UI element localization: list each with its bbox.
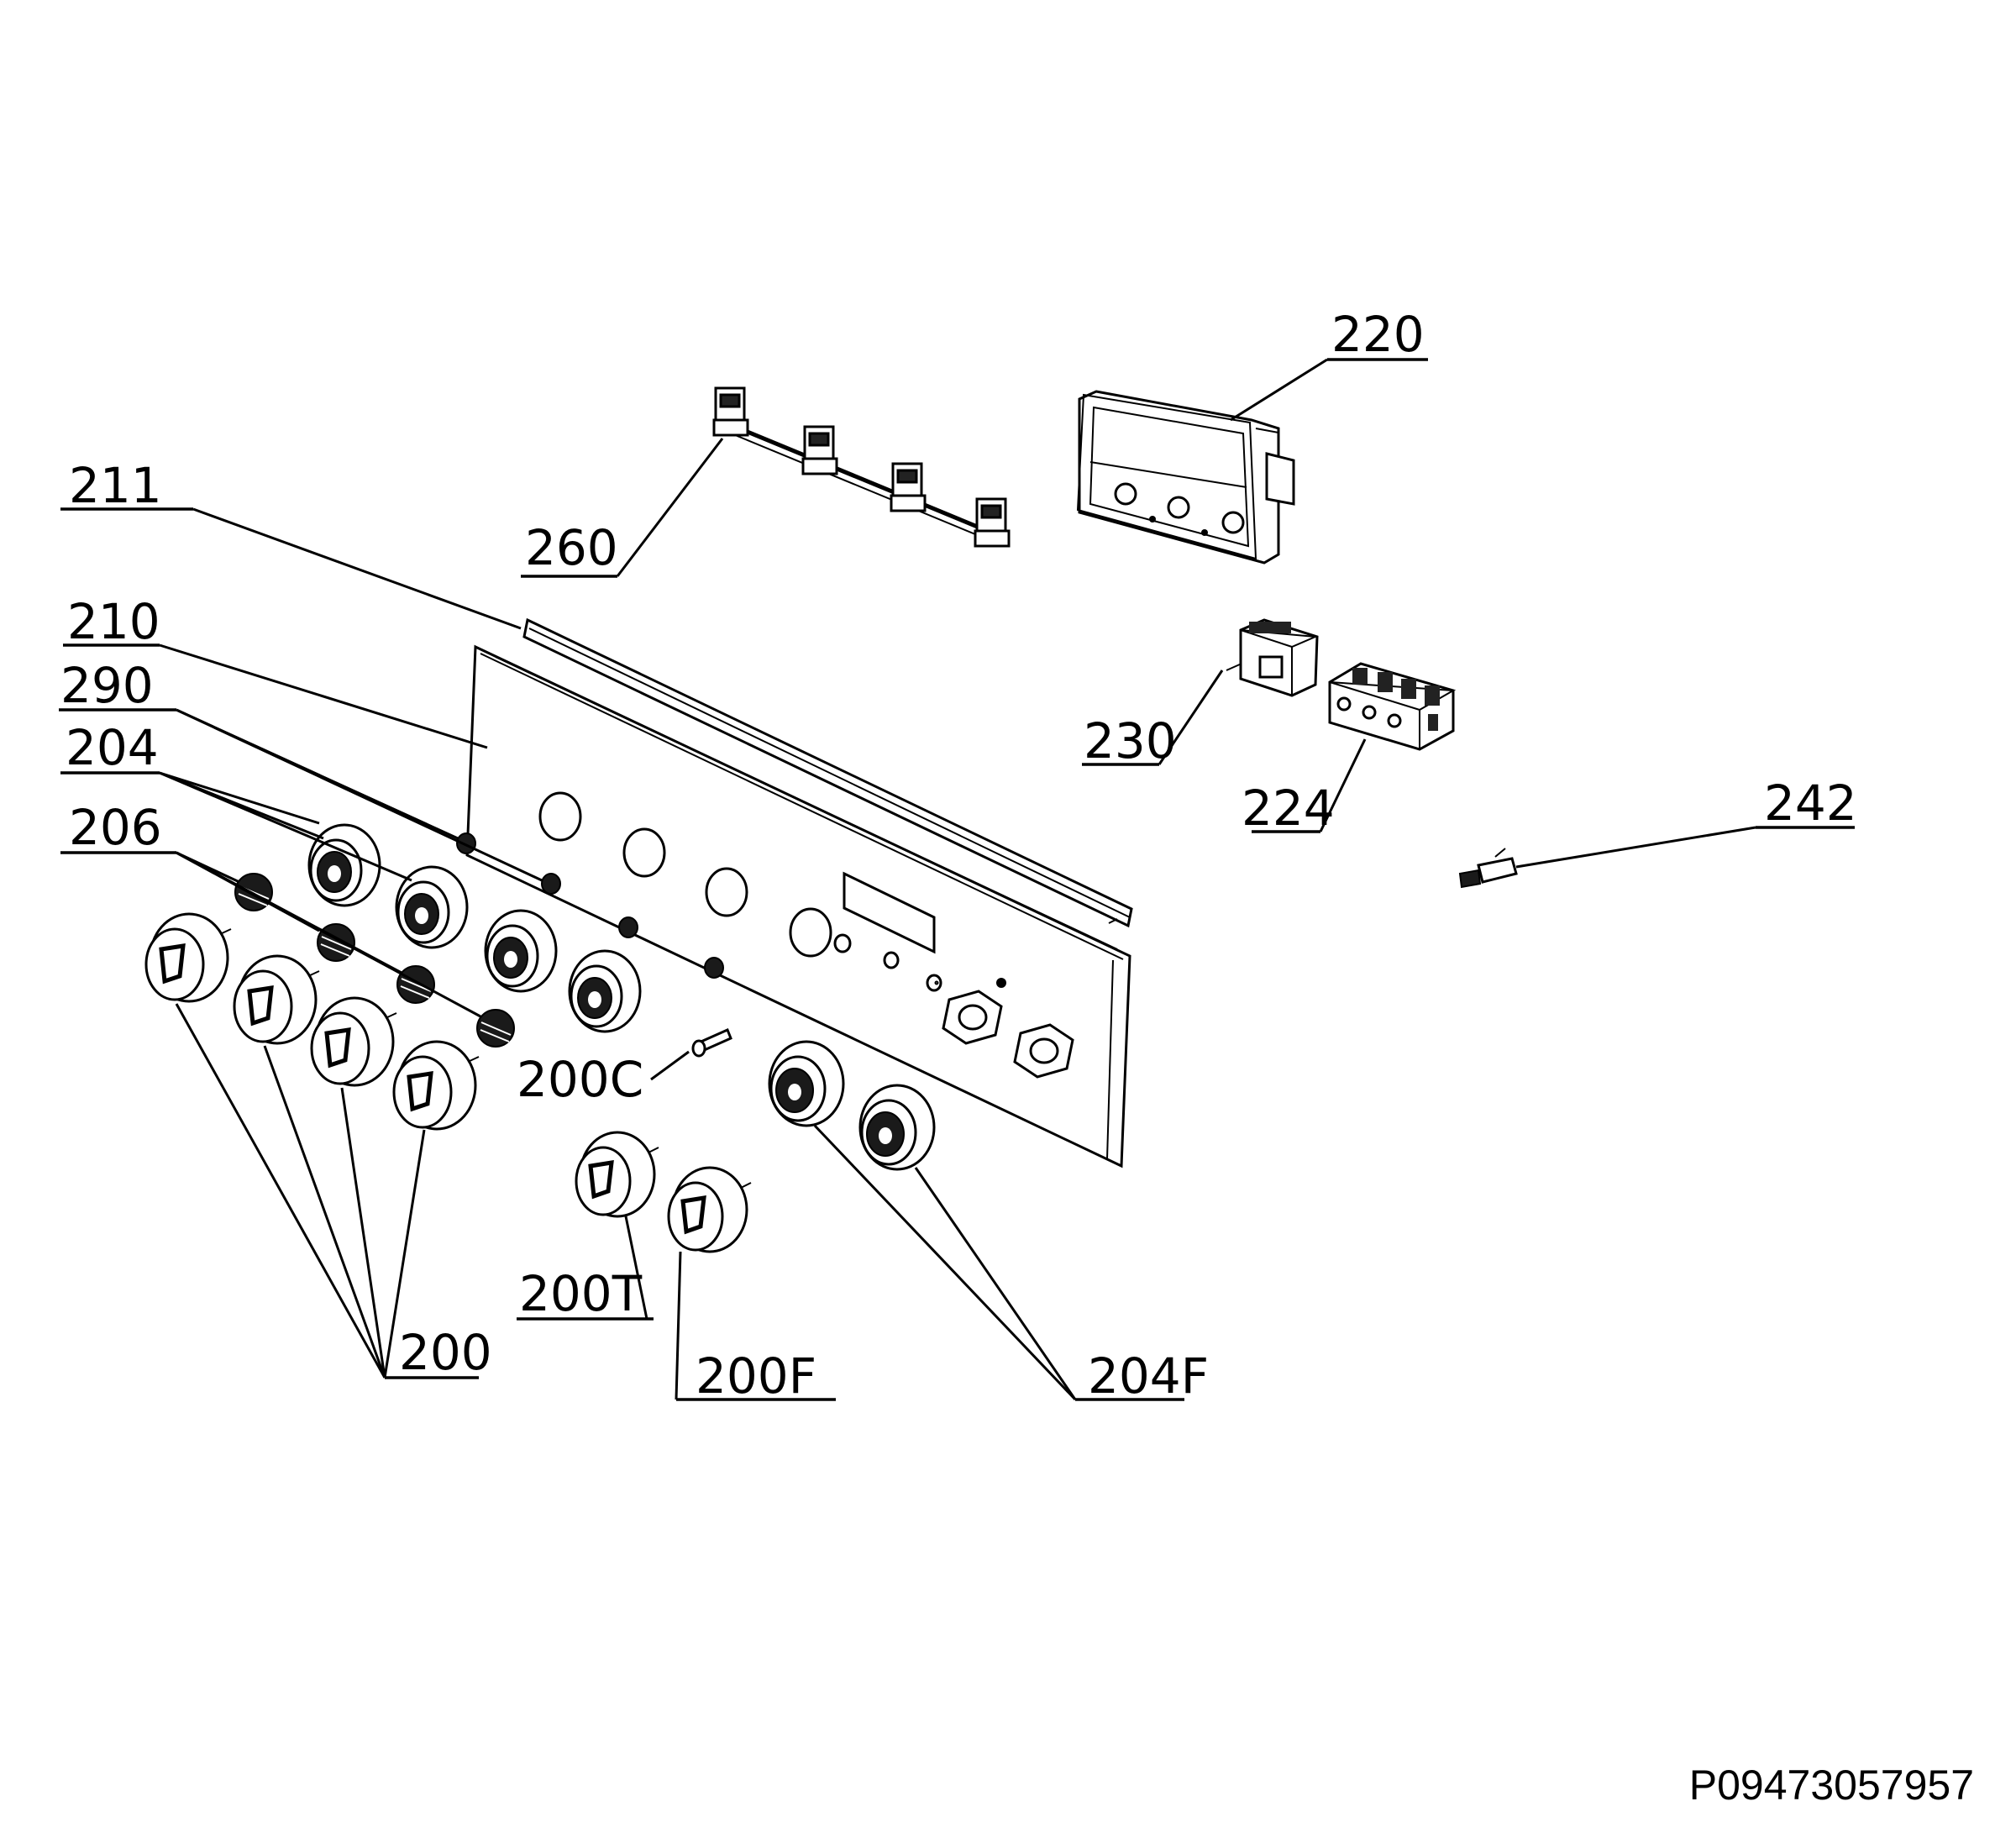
label-200t: 200T	[519, 1265, 643, 1322]
part-labels: 220 211 260 210 290 204 206 230 224 242 …	[60, 306, 1857, 1405]
document-code: P09473057957	[1689, 1762, 1974, 1809]
label-210: 210	[67, 593, 160, 650]
label-204: 204	[66, 719, 159, 776]
label-200f: 200F	[696, 1347, 816, 1405]
probe-part-242	[1458, 848, 1518, 889]
label-290: 290	[60, 657, 154, 714]
label-220: 220	[1331, 306, 1425, 363]
function-knob-part-200f	[667, 1166, 752, 1253]
knob-bezel-group-204	[307, 823, 642, 1033]
label-211: 211	[69, 457, 162, 514]
selector-switch-part-230	[1226, 618, 1319, 697]
label-260: 260	[525, 519, 618, 576]
label-200c: 200C	[517, 1051, 643, 1108]
leader-lines	[59, 358, 1855, 1401]
knob-group-200	[144, 912, 480, 1131]
timer-knob-part-200t	[575, 1131, 659, 1218]
terminal-block-part-224	[1328, 662, 1457, 751]
function-bezel-group-204f	[768, 1040, 936, 1171]
cleaning-knob-rod-part-200c	[691, 1027, 732, 1058]
label-242: 242	[1764, 775, 1857, 832]
label-200: 200	[399, 1324, 492, 1381]
ignition-switch-bar-part-260	[712, 386, 1011, 548]
label-230: 230	[1084, 712, 1177, 769]
control-panel-part-210	[465, 617, 1133, 1168]
label-206: 206	[69, 799, 162, 856]
label-224: 224	[1242, 780, 1335, 837]
label-204f: 204F	[1088, 1347, 1209, 1405]
display-module-part-220	[1076, 390, 1295, 565]
